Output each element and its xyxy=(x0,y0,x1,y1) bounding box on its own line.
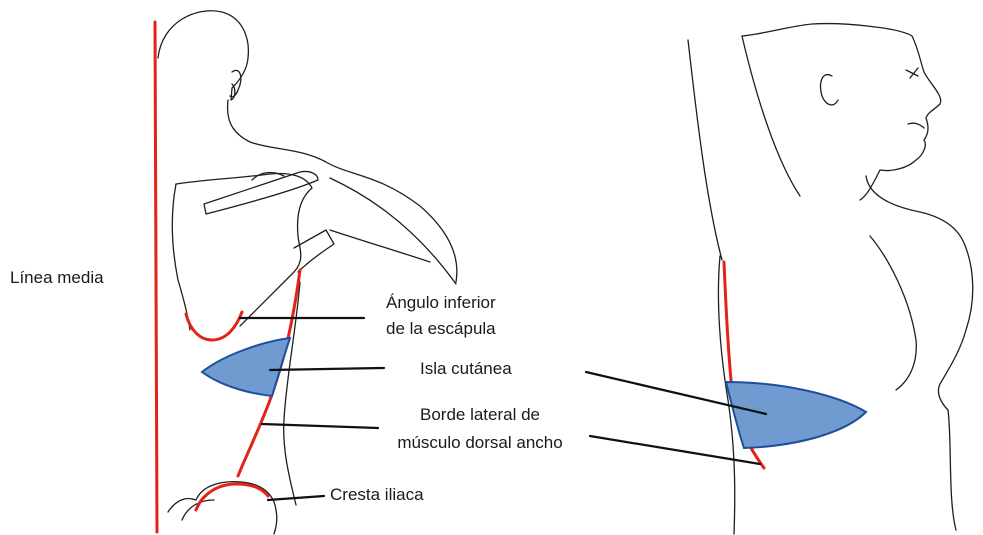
lateral-view-figure xyxy=(688,24,973,534)
scapula-medial-border xyxy=(172,184,190,330)
scapula-outline xyxy=(176,174,312,326)
lateral-mouth-mark xyxy=(908,123,924,128)
back-view-figure xyxy=(155,11,457,534)
lateral-border-label-line1: Borde lateral de xyxy=(420,404,540,426)
lateral-breast-outline xyxy=(870,236,916,390)
scapula-label-line2: de la escápula xyxy=(386,318,496,340)
skin-island-label: Isla cutánea xyxy=(420,358,512,380)
lateral-torso-front xyxy=(866,176,973,530)
midline-label: Línea media xyxy=(10,267,104,289)
lateral-border-leader-lateral xyxy=(590,436,760,464)
skin-island-leader-back xyxy=(270,368,384,370)
scapula-inferior-angle-marker xyxy=(186,312,242,340)
lateral-border-label-line2: músculo dorsal ancho xyxy=(397,432,562,454)
lateral-border-leader-back xyxy=(262,424,378,428)
lateral-ear-outline xyxy=(820,75,838,105)
back-arm-outline xyxy=(330,178,456,284)
back-skin-island xyxy=(202,338,290,396)
midline-marker xyxy=(155,22,157,532)
back-head-outline xyxy=(158,11,248,100)
back-neck-outline xyxy=(228,100,457,282)
raised-arm-outline xyxy=(688,36,800,260)
scapula-label-line1: Ángulo inferior xyxy=(386,292,496,314)
lateral-eye-mark xyxy=(906,68,918,78)
lateral-skin-island xyxy=(726,382,866,448)
iliac-crest-label: Cresta iliaca xyxy=(330,484,424,506)
lateral-head-outline xyxy=(742,24,941,200)
iliac-crest-leader-line xyxy=(268,496,324,500)
